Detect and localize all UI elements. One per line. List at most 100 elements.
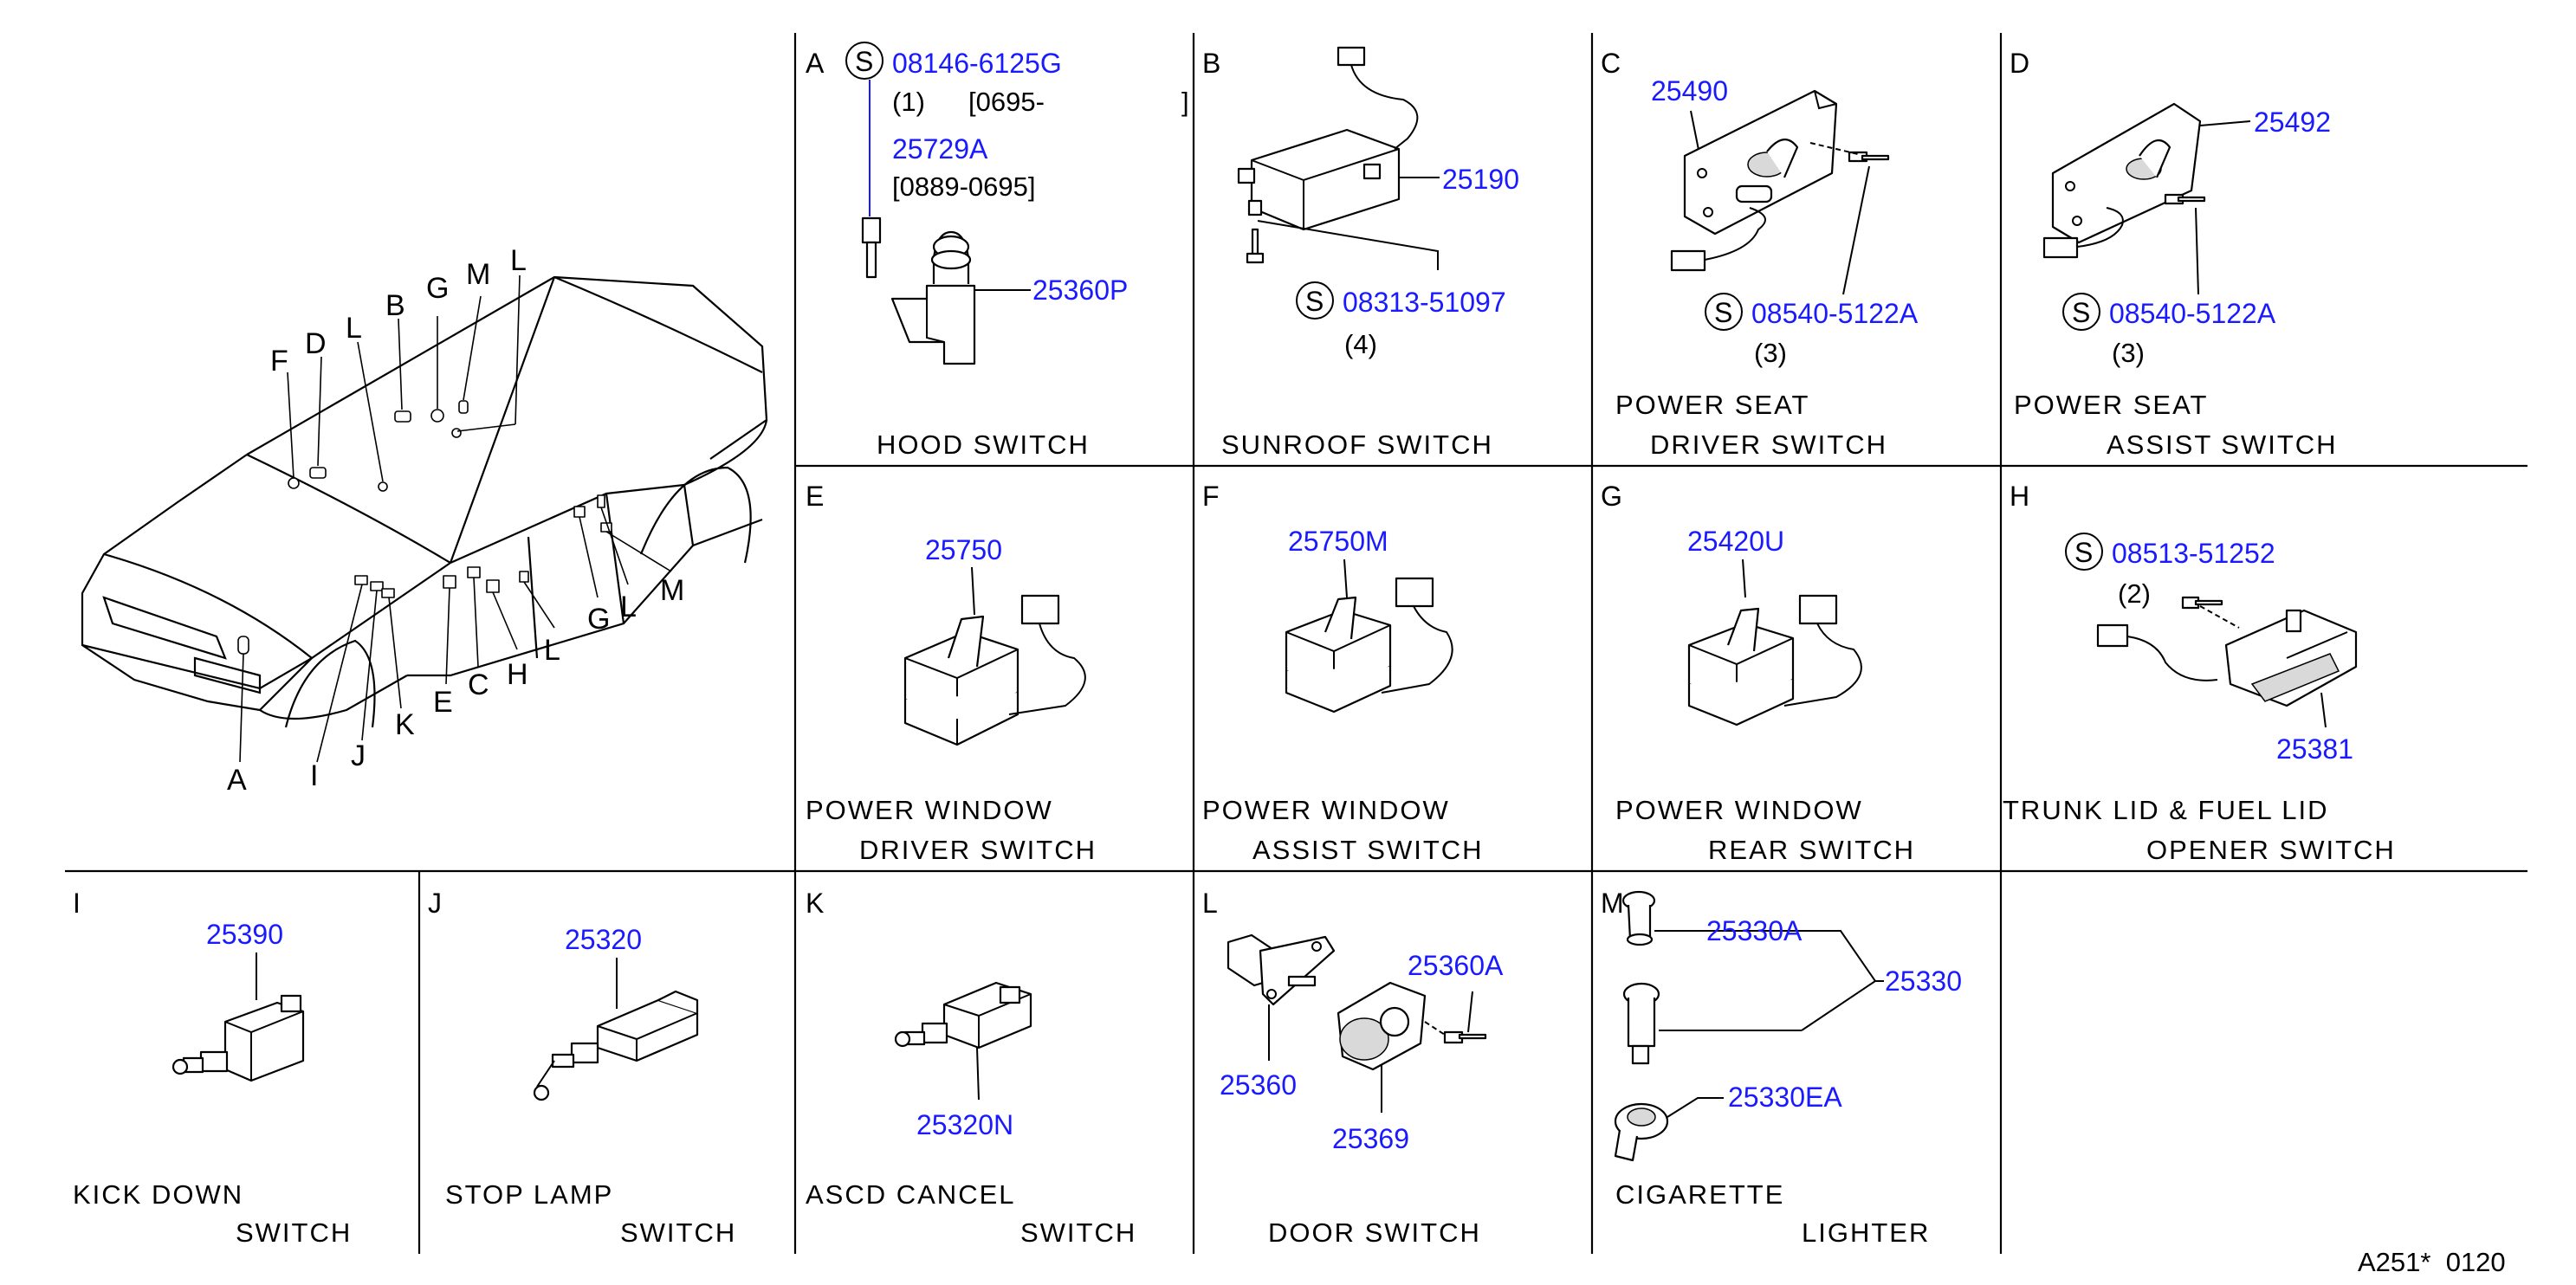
panel-a-part-number: 25360P: [1032, 274, 1128, 306]
car-letter-j: J: [351, 739, 366, 772]
panel-g-caption-2: REAR SWITCH: [1708, 835, 1915, 865]
panel-d-screw-qty: (3): [2112, 338, 2145, 368]
car-letter-g-1: G: [426, 272, 449, 305]
panel-b-screw-number: 08313-51097: [1343, 287, 1506, 318]
panel-f-caption-1: POWER WINDOW: [1202, 795, 1450, 825]
screw-mark-a-text: S: [855, 46, 873, 77]
car-letter-l-4: L: [620, 591, 637, 623]
panel-m-cigarette-lighter: M 25330A 25330 25330EA CIGARETTE LIGHTER: [1601, 888, 1962, 1248]
panel-c-caption-2: DRIVER SWITCH: [1650, 429, 1887, 460]
panel-e-power-window-driver: E 25750 POWER WINDOW DRIVER SWITCH: [806, 481, 1097, 865]
hood-switch-drawing: [861, 216, 1031, 365]
panel-k-ascd-cancel-switch: K 25320N ASCD CANCEL SWITCH: [806, 888, 1135, 1248]
panel-a-letter: A: [806, 48, 825, 79]
panel-l-letter: L: [1202, 888, 1218, 919]
panel-l-door-switch: L 25360A 25360 25369 DOOR SWITCH: [1202, 888, 1504, 1248]
panel-k-part-number: 25320N: [916, 1109, 1013, 1140]
panel-i-caption-2: SWITCH: [236, 1217, 352, 1248]
screw-mark-h: [2065, 533, 2103, 571]
panel-g-letter: G: [1601, 481, 1622, 512]
screw-mark-c: [1705, 293, 1743, 331]
trunk-opener-drawing: [2096, 596, 2358, 728]
panel-j-stop-lamp-switch: J 25320 STOP LAMP SWITCH: [428, 888, 735, 1248]
panel-g-caption-1: POWER WINDOW: [1615, 795, 1863, 825]
screw-mark-a: [845, 42, 883, 80]
car-letter-i: I: [310, 759, 318, 792]
panel-e-letter: E: [806, 481, 824, 512]
panel-l-part-number-3: 25369: [1332, 1123, 1409, 1154]
panel-f-letter: F: [1202, 481, 1220, 512]
panel-j-letter: J: [428, 888, 442, 919]
door-switch-drawing: [1227, 933, 1487, 1113]
panel-d-part-number: 25492: [2254, 107, 2331, 138]
panel-i-caption-1: KICK DOWN: [73, 1179, 243, 1210]
car-letter-c: C: [468, 668, 489, 701]
window-switch-rear-drawing: [1687, 594, 1862, 726]
panel-m-caption-1: CIGARETTE: [1615, 1179, 1784, 1210]
panel-e-caption-1: POWER WINDOW: [806, 795, 1053, 825]
panel-m-part-number-2: 25330: [1885, 965, 1962, 997]
panel-a-alt-number: 25729A: [892, 133, 988, 165]
stop-lamp-switch-drawing: [533, 990, 699, 1101]
car-letter-e: E: [433, 686, 453, 719]
screw-mark-h-text: S: [2074, 537, 2093, 568]
seat-switch-assist-drawing: [2042, 102, 2251, 295]
panel-f-caption-2: ASSIST SWITCH: [1252, 835, 1484, 865]
car-letter-l-1: L: [346, 312, 362, 345]
panel-m-letter: M: [1601, 888, 1624, 919]
panel-c-part-number: 25490: [1651, 75, 1728, 107]
panel-h-caption-1: TRUNK LID & FUEL LID: [2003, 795, 2328, 825]
panel-a-caption: HOOD SWITCH: [877, 429, 1090, 460]
screw-mark-b-text: S: [1305, 286, 1324, 317]
car-letter-f: F: [270, 345, 288, 378]
panel-e-caption-2: DRIVER SWITCH: [859, 835, 1097, 865]
panel-a-screw-range-end: ]: [1181, 87, 1189, 117]
panel-h-screw-number: 08513-51252: [2112, 538, 2275, 569]
panel-m-part-number-3: 25330EA: [1728, 1082, 1842, 1113]
panel-i-letter: I: [73, 888, 81, 919]
car-letter-d: D: [305, 327, 327, 360]
panel-a-screw-number: 08146-6125G: [892, 48, 1062, 79]
panel-b-letter: B: [1202, 48, 1220, 79]
panel-k-caption-1: ASCD CANCEL: [806, 1179, 1016, 1210]
panel-h-screw-qty: (2): [2118, 578, 2151, 609]
panel-l-part-number-2: 25360: [1220, 1069, 1297, 1101]
panel-g-part-number: 25420U: [1687, 526, 1784, 557]
panel-h-trunk-lid-opener: H S 08513-51252 (2) 25381 TRUNK LID & FU…: [2003, 481, 2396, 865]
panel-b-caption: SUNROOF SWITCH: [1221, 429, 1493, 460]
panel-d-screw-number: 08540-5122A: [2109, 298, 2276, 329]
panel-a-hood-switch: A S 08146-6125G (1) [0695- ] 25729A [088…: [806, 42, 1189, 460]
panel-d-caption-2: ASSIST SWITCH: [2107, 429, 2338, 460]
panel-a-alt-range: [0889-0695]: [892, 171, 1035, 202]
panel-m-part-number-1: 25330A: [1706, 915, 1803, 946]
car-letter-h: H: [507, 658, 528, 691]
car-letter-l-3: L: [544, 634, 560, 667]
panel-j-part-number: 25320: [565, 924, 642, 955]
seat-switch-driver-drawing: [1670, 89, 1890, 295]
cigarette-lighter-drawing: [1614, 890, 1884, 1162]
panel-f-power-window-assist: F 25750M POWER WINDOW ASSIST SWITCH: [1202, 481, 1484, 865]
panel-i-part-number: 25390: [206, 919, 283, 950]
panel-i-kick-down-switch: I 25390 KICK DOWN SWITCH: [73, 888, 352, 1248]
panel-b-part-number: 25190: [1442, 164, 1519, 195]
screw-mark-b: [1296, 281, 1334, 320]
panel-d-letter: D: [2010, 48, 2029, 79]
panel-h-part-number: 25381: [2276, 733, 2353, 765]
panel-d-power-seat-assist: D 25492 S 08540-5122A (3) POWER SEAT ASS…: [2010, 48, 2338, 460]
panel-c-screw-qty: (3): [1754, 338, 1787, 368]
ascd-switch-drawing: [894, 981, 1032, 1101]
panel-c-caption-1: POWER SEAT: [1615, 390, 1809, 420]
panel-a-screw-range: [0695-: [968, 87, 1045, 117]
panel-g-power-window-rear: G 25420U POWER WINDOW REAR SWITCH: [1601, 481, 1915, 865]
car-letter-k: K: [395, 708, 415, 741]
kick-down-switch-drawing: [172, 994, 305, 1082]
car-letter-a: A: [227, 764, 247, 797]
panel-a-screw-qty: (1): [892, 87, 925, 117]
panel-k-letter: K: [806, 888, 824, 919]
panel-b-sunroof-switch: B 25190 S 08313-51097 (4) SUNROOF SWITCH: [1202, 46, 1519, 460]
panel-b-screw-qty: (4): [1344, 329, 1377, 359]
panel-d-caption-1: POWER SEAT: [2014, 390, 2208, 420]
panel-l-caption: DOOR SWITCH: [1268, 1217, 1481, 1248]
panel-h-caption-2: OPENER SWITCH: [2146, 835, 2396, 865]
